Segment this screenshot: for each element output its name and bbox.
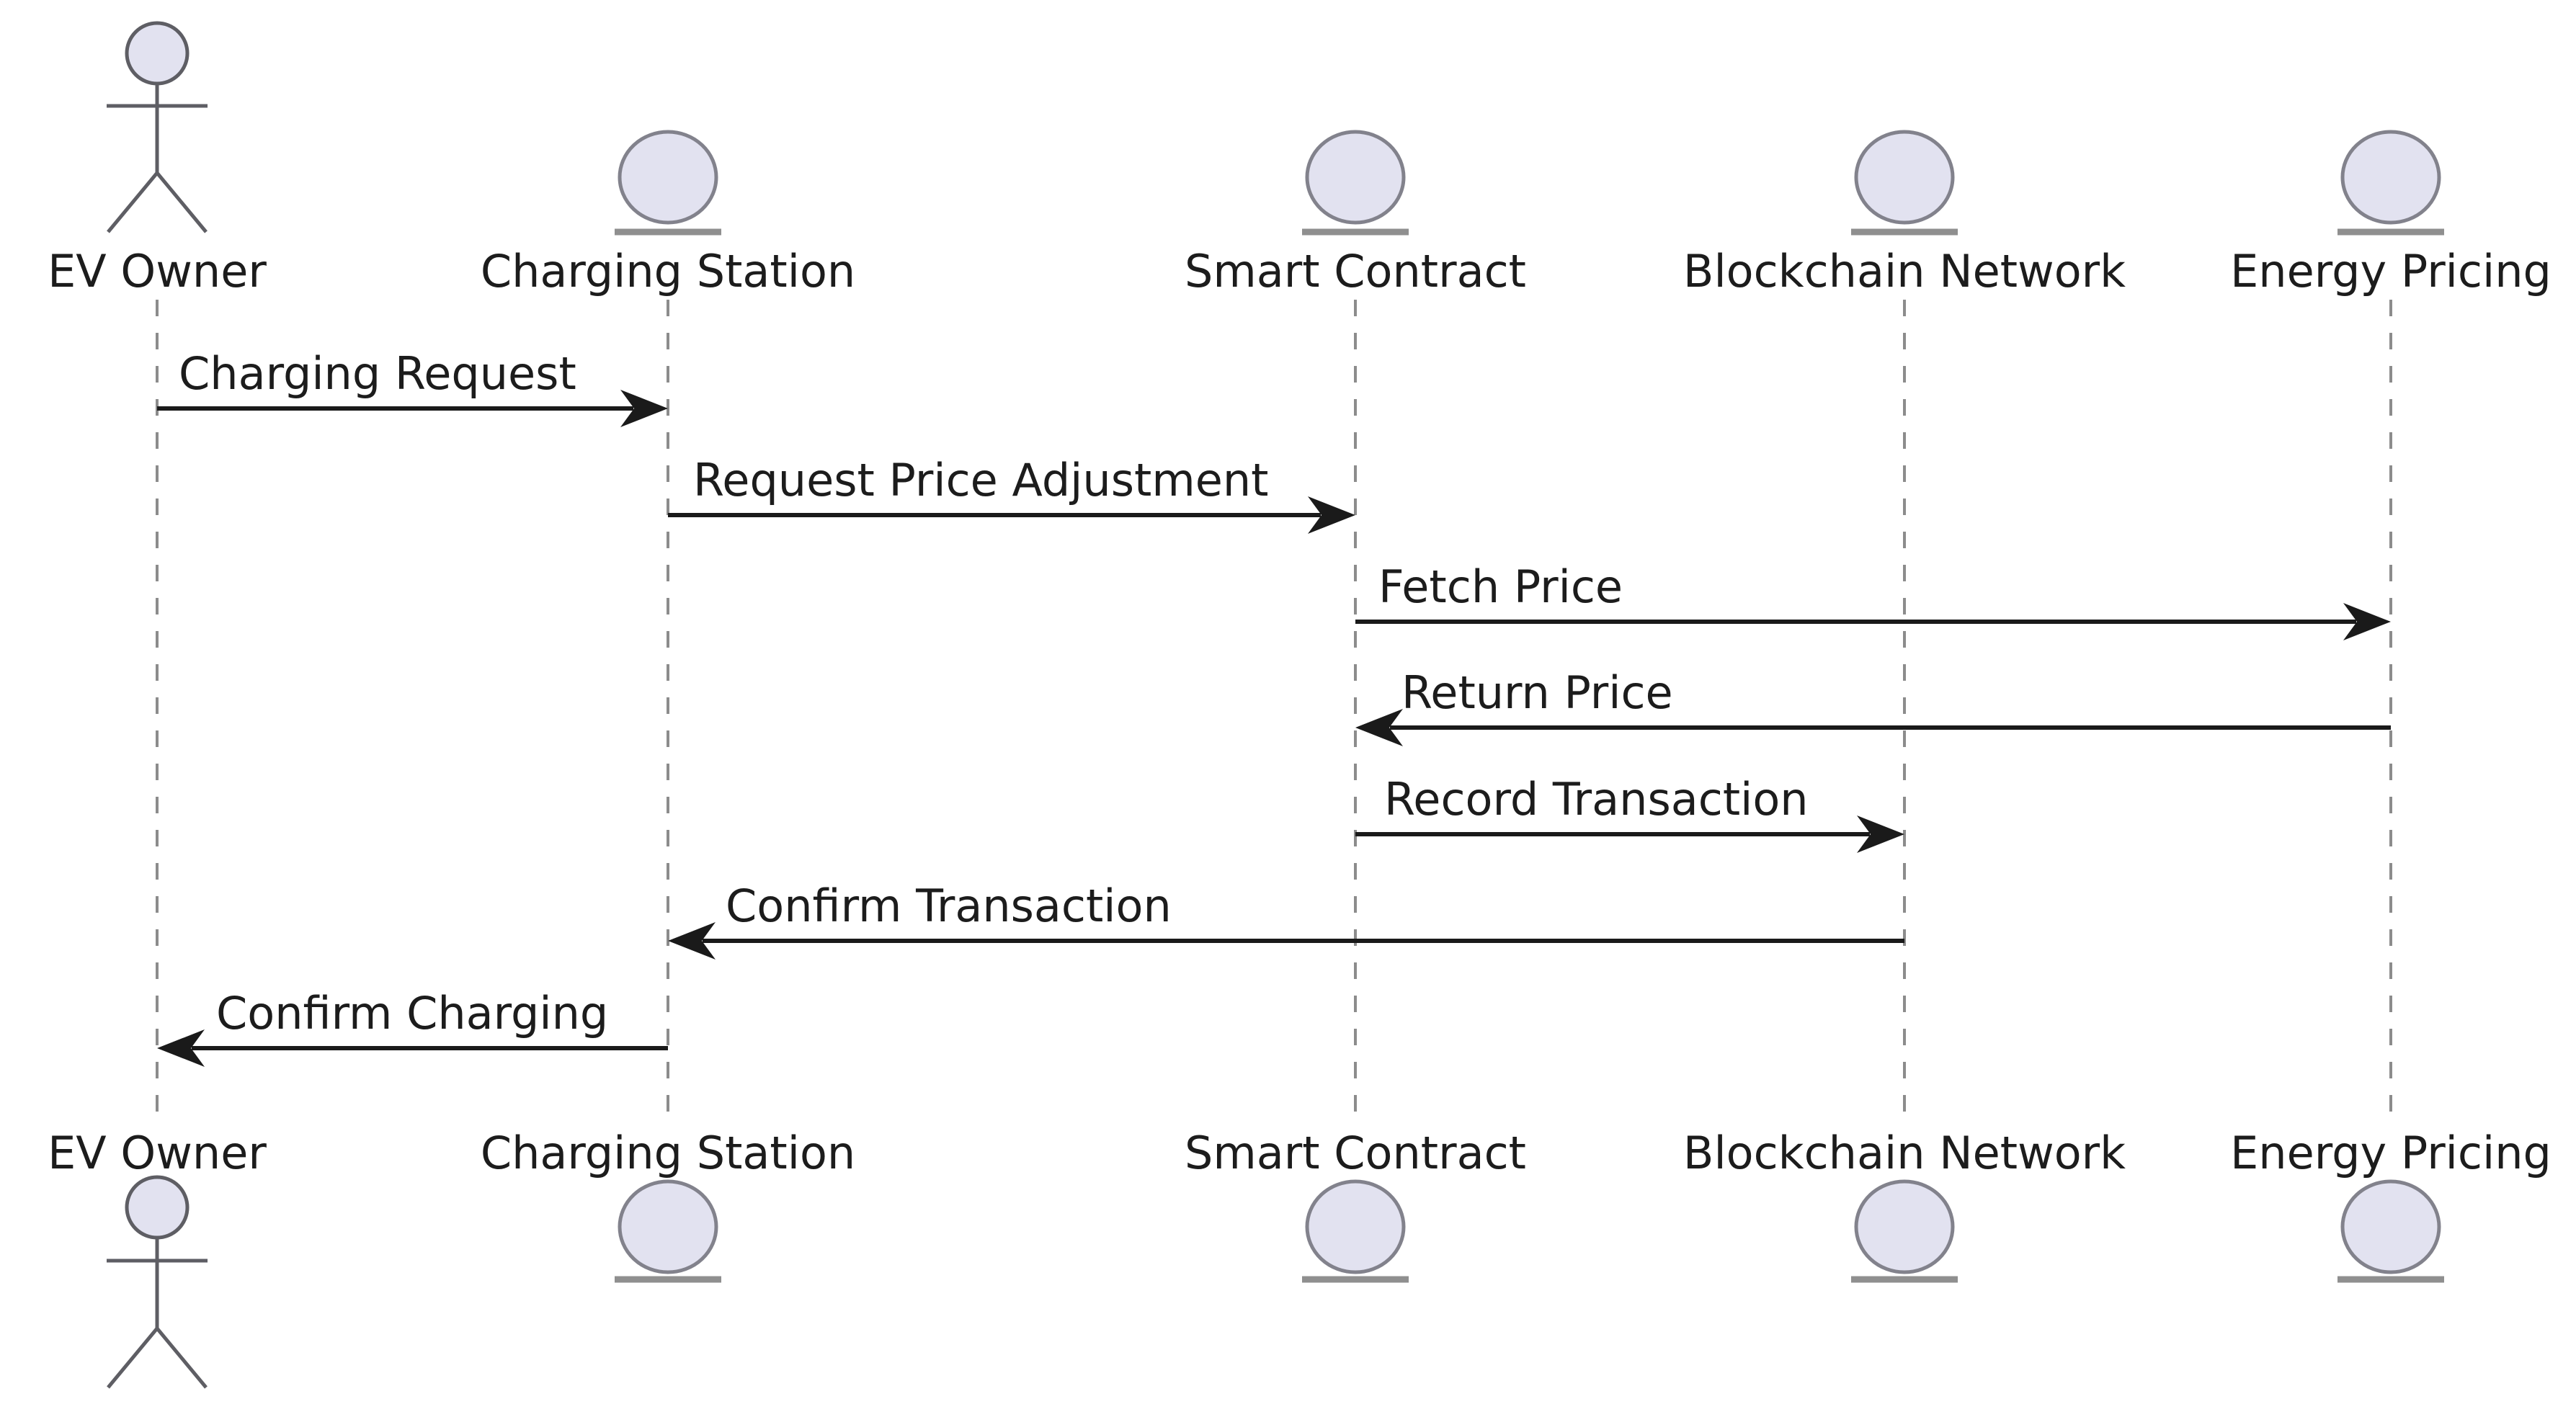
- participant-label-top: EV Owner: [48, 245, 267, 298]
- message-fetch-price: Fetch Price: [1355, 560, 2391, 640]
- message-label: Return Price: [1401, 666, 1673, 719]
- message-charging-request: Charging Request: [157, 347, 668, 427]
- participant-label-bottom: Energy Pricing: [2230, 1127, 2552, 1179]
- actor-leg-left: [107, 171, 159, 233]
- entity-icon-energy-pricing-top: [2337, 130, 2444, 236]
- participant-label-top: Blockchain Network: [1683, 245, 2126, 298]
- entity-circle: [618, 1179, 718, 1274]
- participant-label-bottom: Blockchain Network: [1683, 1127, 2126, 1179]
- message-arrowhead-icon: [1355, 709, 1403, 746]
- entity-icon-energy-pricing-bottom: [2337, 1179, 2444, 1283]
- message-arrowhead-icon: [157, 1029, 205, 1067]
- message-record-transaction: Record Transaction: [1355, 773, 1904, 853]
- message-confirm-charging: Confirm Charging: [157, 987, 668, 1067]
- message-arrowhead-icon: [1308, 496, 1355, 534]
- entity-circle: [1854, 130, 1955, 225]
- message-arrowhead-icon: [668, 922, 716, 960]
- message-arrowhead-icon: [620, 390, 668, 427]
- message-arrowhead-icon: [2343, 603, 2391, 640]
- actor-leg-left: [107, 1327, 159, 1389]
- message-request-price-adjustment: Request Price Adjustment: [668, 454, 1355, 534]
- message-label: Fetch Price: [1378, 560, 1623, 613]
- entity-icon-charging-station-top: [615, 130, 721, 236]
- actor-head: [125, 21, 190, 86]
- actor-icon-ev-owner-bottom: [107, 1175, 208, 1389]
- participant-label-top: Charging Station: [481, 245, 855, 298]
- entity-circle: [1305, 130, 1406, 225]
- actor-leg-right: [156, 171, 208, 233]
- message-label: Confirm Transaction: [726, 880, 1172, 932]
- entity-circle: [2340, 130, 2441, 225]
- participant-label-bottom: Smart Contract: [1185, 1127, 1526, 1179]
- participant-label-bottom: Charging Station: [481, 1127, 855, 1179]
- message-arrowhead-icon: [1857, 815, 1904, 853]
- entity-icon-smart-contract-top: [1302, 130, 1409, 236]
- message-confirm-transaction: Confirm Transaction: [668, 880, 1904, 960]
- entity-circle: [1854, 1179, 1955, 1274]
- entity-icon-smart-contract-bottom: [1302, 1179, 1409, 1283]
- entity-circle: [618, 130, 718, 225]
- entity-icon-blockchain-network-top: [1851, 130, 1958, 236]
- entity-icon-charging-station-bottom: [615, 1179, 721, 1283]
- participant-label-top: Energy Pricing: [2230, 245, 2552, 298]
- actor-head: [125, 1175, 190, 1240]
- message-label: Confirm Charging: [216, 987, 608, 1040]
- entity-icon-blockchain-network-bottom: [1851, 1179, 1958, 1283]
- actor-leg-right: [156, 1327, 208, 1389]
- message-label: Request Price Adjustment: [693, 454, 1268, 506]
- entity-circle: [2340, 1179, 2441, 1274]
- message-return-price: Return Price: [1355, 666, 2391, 746]
- participant-label-top: Smart Contract: [1185, 245, 1526, 298]
- actor-icon-ev-owner-top: [107, 21, 208, 233]
- entity-circle: [1305, 1179, 1406, 1274]
- participant-label-bottom: EV Owner: [48, 1127, 267, 1179]
- message-label: Charging Request: [179, 347, 576, 400]
- message-label: Record Transaction: [1384, 773, 1809, 826]
